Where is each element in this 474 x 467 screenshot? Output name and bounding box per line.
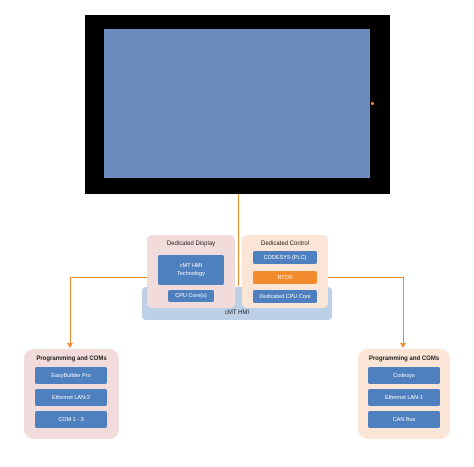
right-connector-horizontal: [328, 277, 404, 278]
dedicated-display-panel: Dedicated Display cMT HMI Technology CPU…: [147, 235, 235, 308]
left-panel-title: Programming and COMs: [36, 356, 107, 362]
dedicated-display-title: Dedicated Display: [166, 241, 216, 247]
hmi-label: cMT HMI: [224, 310, 250, 316]
right-panel-title: Programming and COMs: [368, 356, 440, 362]
monitor-screen: [104, 29, 370, 178]
com-ports-block: COM 1 - 3: [35, 411, 107, 428]
dedicated-cpu-core-block: Dedicated CPU Core: [253, 290, 317, 303]
left-programming-panel: Programming and COMs EasyBuilder Pro Eth…: [24, 349, 119, 439]
dedicated-control-panel: Dedicated Control CODESYS (PLC) RTOS Ded…: [242, 235, 328, 308]
ethernet-lan1-block: Ethernet LAN-1: [368, 389, 440, 406]
left-connector-vertical: [70, 277, 71, 344]
cpu-cores-block: CPU Core(s): [168, 290, 214, 302]
ethernet-lan2-block: Ethernet LAN-2: [35, 389, 107, 406]
dedicated-control-title: Dedicated Control: [260, 241, 310, 247]
right-arrow-icon: [400, 343, 406, 348]
hmi-technology-block: cMT HMI Technology: [158, 255, 224, 285]
right-programming-panel: Programming and COMs Codesys Ethernet LA…: [358, 349, 450, 439]
left-connector-horizontal: [70, 277, 147, 278]
can-bus-block: CAN Bus: [368, 411, 440, 428]
right-connector-vertical: [403, 277, 404, 344]
codesys-plc-block: CODESYS (PLC): [253, 251, 317, 264]
rtos-block: RTOS: [253, 271, 317, 284]
left-arrow-icon: [67, 343, 73, 348]
codesys-block: Codesys: [368, 367, 440, 384]
monitor-connector: [238, 194, 239, 286]
monitor-indicator-icon: [371, 102, 374, 105]
easybuilder-pro-block: EasyBuilder Pro: [35, 367, 107, 384]
